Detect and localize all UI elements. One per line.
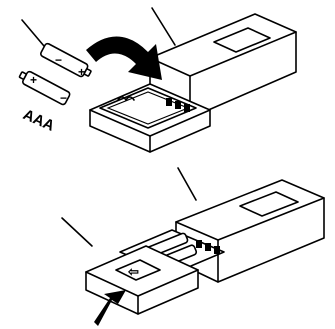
battery-1-plus: +: [78, 65, 85, 79]
contact-terminal-3: [184, 104, 190, 112]
curved-arrow-icon: [86, 36, 162, 80]
callout-line-remote-bottom: [178, 168, 196, 200]
slide-arrow-icon: ⇦: [127, 264, 139, 279]
remote-top-open: [90, 8, 296, 152]
contact-terminal-4: [196, 240, 202, 248]
callout-line-cover: [62, 218, 92, 246]
callout-line-battery: [22, 20, 44, 46]
remote-bottom-closing: + ⇦: [62, 168, 324, 326]
contact-terminal-6: [214, 246, 220, 254]
contact-terminal-1: [166, 98, 172, 106]
contact-terminal-5: [205, 243, 211, 251]
battery-2-plus: +: [30, 73, 37, 87]
battery-2-minus: −: [60, 91, 67, 105]
contact-terminal-2: [175, 101, 181, 109]
battery-1: [40, 43, 93, 80]
battery-1-minus: −: [55, 53, 62, 67]
batteries: + − + − AAA: [17, 20, 93, 135]
battery-type-label: AAA: [20, 106, 57, 135]
callout-line-remote-top: [152, 8, 175, 45]
insert-arrow: [86, 36, 162, 80]
